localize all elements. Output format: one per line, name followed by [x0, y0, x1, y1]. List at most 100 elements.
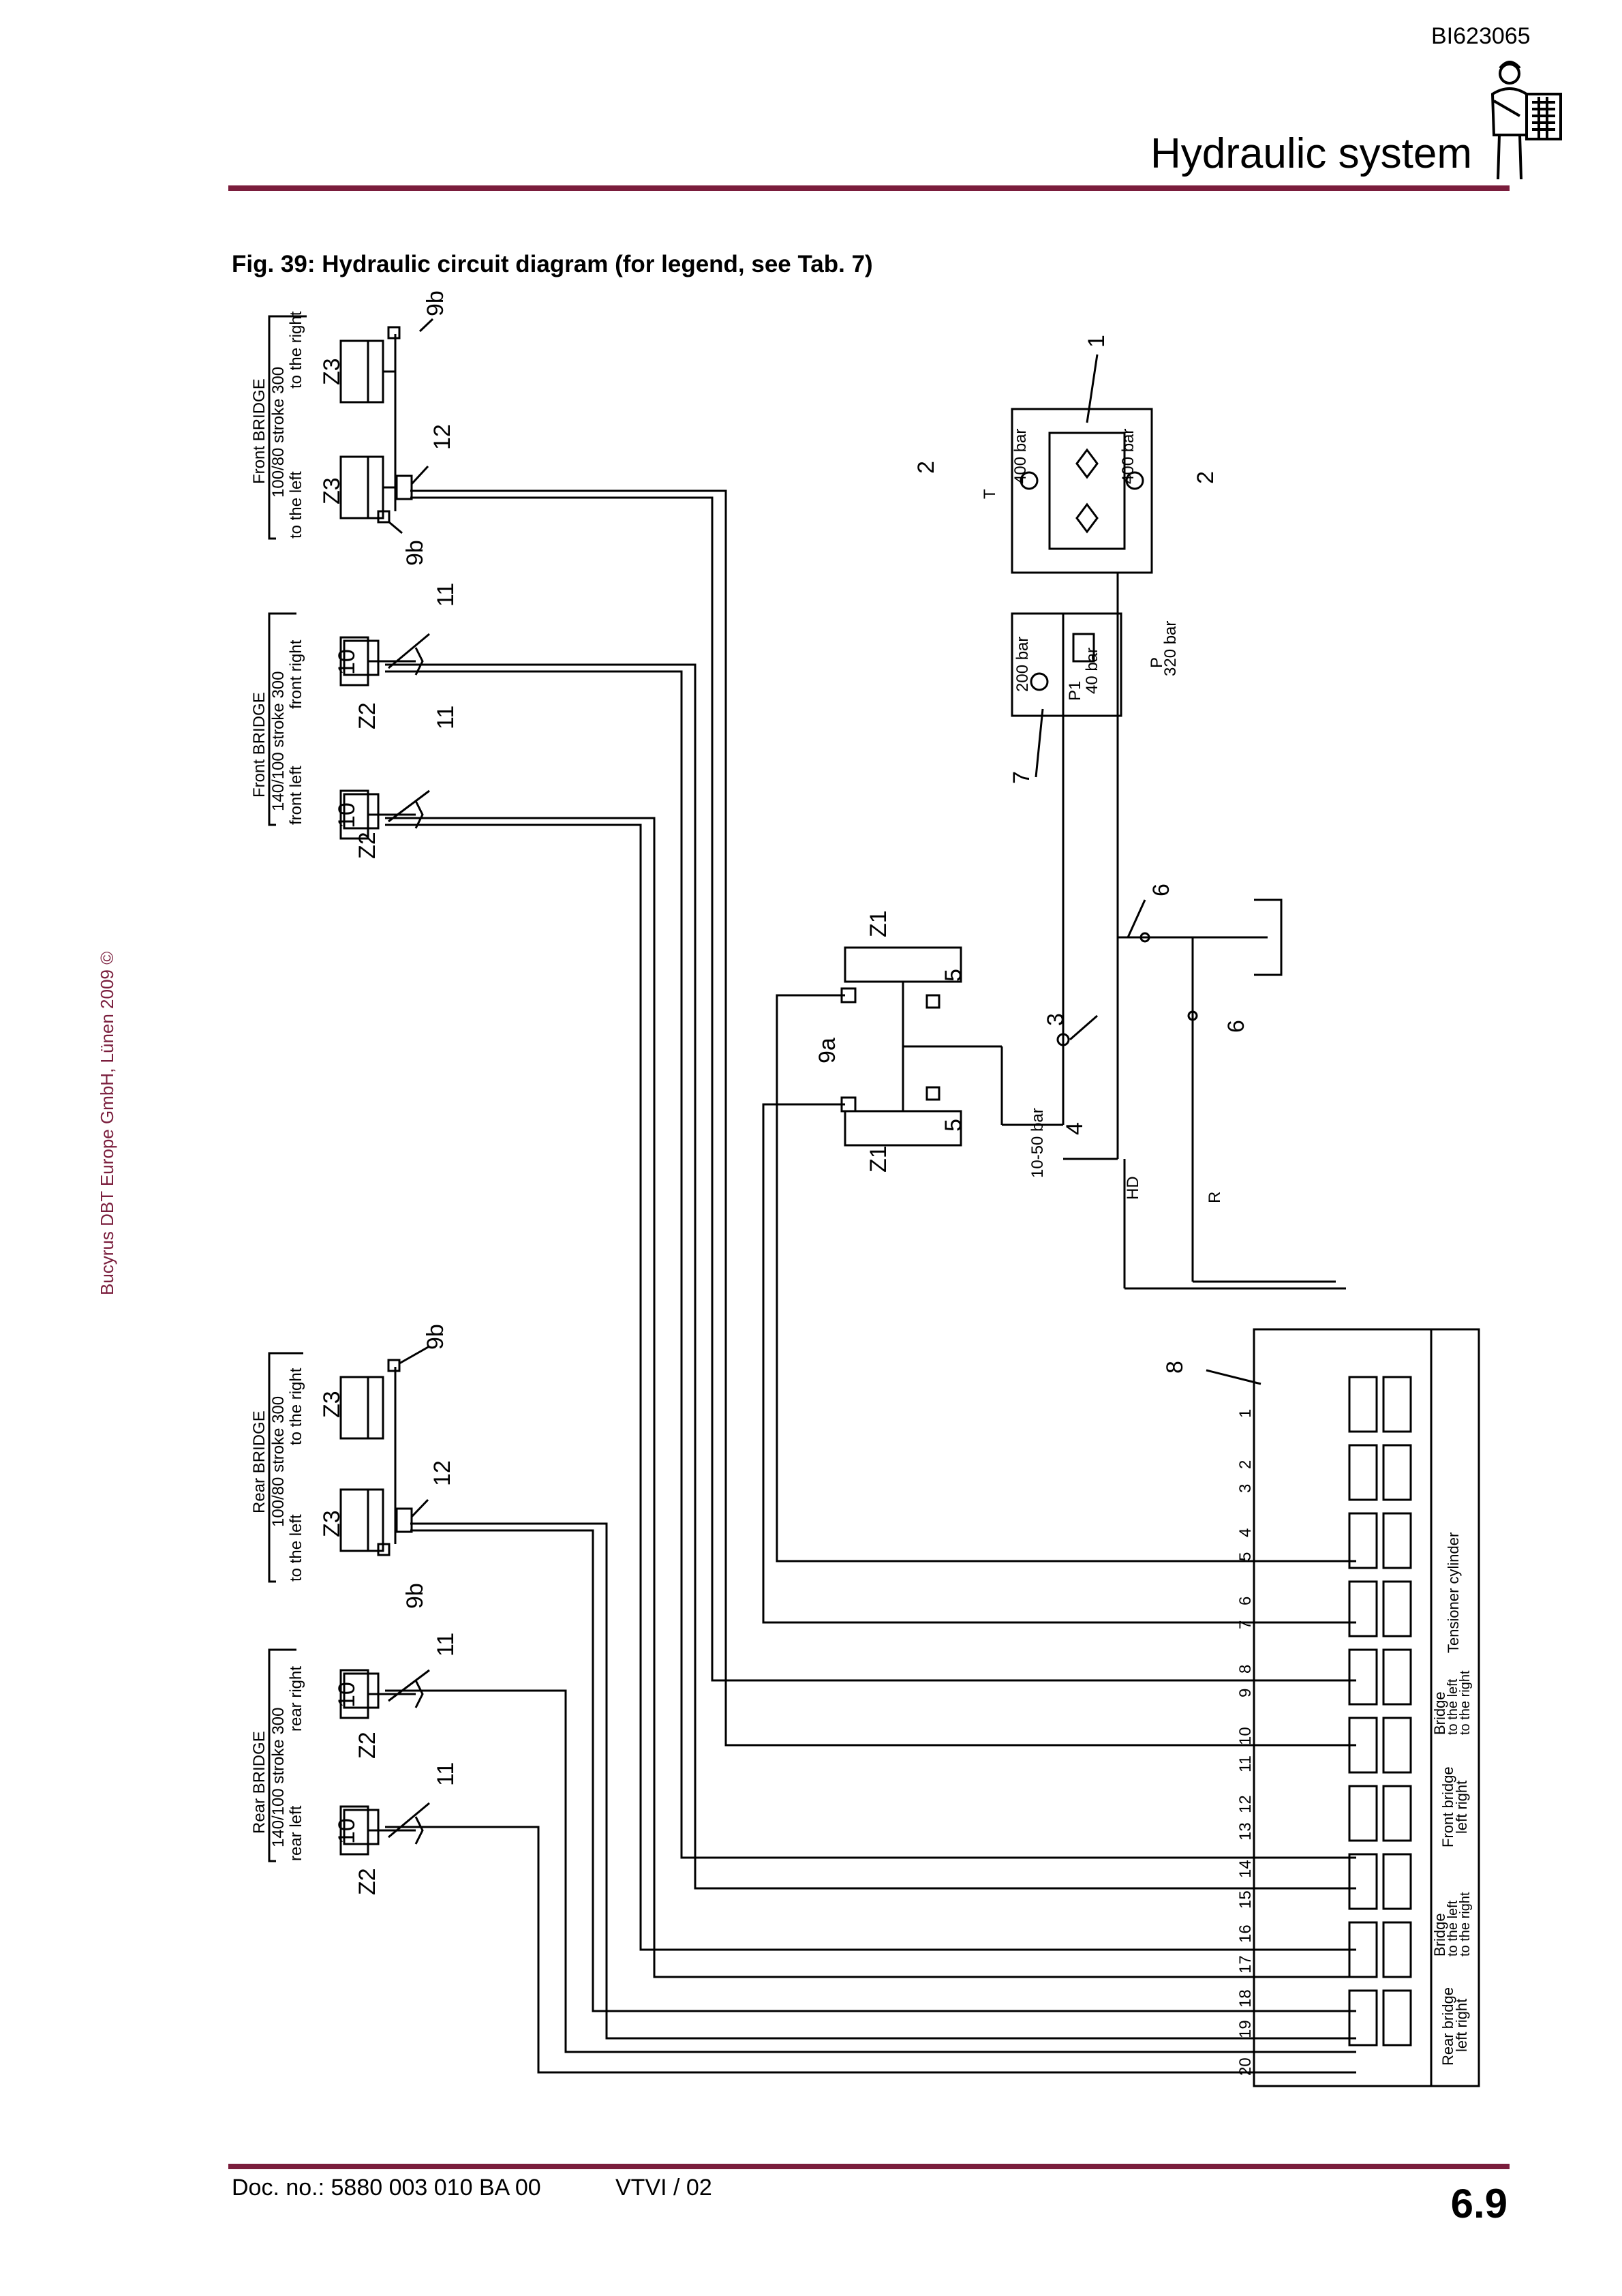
callout-7: 7: [1009, 771, 1035, 784]
callout-11-rear-right: 11: [433, 1633, 459, 1657]
valve-port-15: 15: [1236, 1890, 1255, 1909]
valve-port-6: 6: [1236, 1597, 1255, 1605]
front-bridge-z2-cylinders: [339, 633, 430, 840]
rear-bridge-z3-cylinders: [339, 1345, 430, 1556]
function-bridge-2-left: to the left: [1445, 1900, 1460, 1957]
line-hd: HD: [1124, 1176, 1142, 1200]
rear-bridge-z3-left: to the left: [287, 1514, 305, 1582]
page-number: 6.9: [1450, 2181, 1508, 2226]
callout-8: 8: [1162, 1361, 1188, 1374]
worker-with-clipboard-icon: [1490, 61, 1562, 180]
callout-10-front-left: 10: [334, 802, 360, 828]
callout-1: 1: [1084, 335, 1110, 348]
callout-12-front: 12: [429, 424, 455, 450]
rear-bridge-z3-right: to the right: [287, 1368, 305, 1445]
pump-unit: [1011, 408, 1153, 574]
label-z3-rear-right: Z3: [319, 1391, 345, 1418]
front-bridge-z3-left: to the left: [287, 471, 305, 539]
rear-bridge-z2-right: rear right: [287, 1666, 305, 1732]
callout-5-top: 5: [940, 969, 966, 982]
callout-2-right: 2: [1193, 471, 1219, 484]
function-front-bridge-lr: left right: [1453, 1781, 1470, 1834]
copyright-notice: Bucyrus DBT Europe GmbH, Lünen 2009 ©: [97, 951, 117, 1295]
document-id: BI623065: [1431, 23, 1531, 49]
valve-port-16: 16: [1236, 1924, 1255, 1943]
callout-6-top: 6: [1148, 883, 1174, 896]
callout-9b-front-right: 9b: [423, 290, 448, 316]
front-bridge-z3-right: to the right: [287, 311, 305, 389]
rear-bridge-z2-left: rear left: [287, 1805, 305, 1861]
pressure-400-right: 400 bar: [1119, 429, 1137, 484]
callout-9b-rear-right: 9b: [423, 1324, 448, 1350]
port-p: P: [1148, 657, 1166, 668]
function-bridge-2-right: to the right: [1458, 1892, 1473, 1957]
tensioner-cylinders-z1: [840, 946, 1002, 1147]
function-bridge-2: Bridge: [1431, 1913, 1448, 1957]
valve-port-8: 8: [1236, 1665, 1255, 1674]
pressure-40: 40 bar: [1083, 648, 1101, 694]
document-version: VTVI / 02: [615, 2175, 712, 2201]
valve-port-5: 5: [1236, 1552, 1255, 1561]
valve-port-9: 9: [1236, 1689, 1255, 1697]
function-rear-bridge: Rear bridge: [1439, 1987, 1456, 2066]
front-bridge-z3-spec: 100/80 stroke 300: [269, 367, 288, 498]
front-bridge-z3-cylinders: [339, 318, 434, 534]
label-z2-rear-left: Z2: [354, 1868, 380, 1895]
valve-port-17: 17: [1236, 1955, 1255, 1974]
function-bridge-1-right: to the right: [1458, 1670, 1473, 1735]
callout-11-front-left: 11: [433, 706, 459, 729]
label-z3-rear-left: Z3: [319, 1510, 345, 1537]
rear-bridge-z3-spec: 100/80 stroke 300: [269, 1396, 288, 1527]
valve-port-7: 7: [1236, 1620, 1255, 1629]
callout-6-bottom: 6: [1223, 1020, 1249, 1033]
callout-9b-front-left: 9b: [402, 540, 428, 566]
hose-routing: [385, 489, 1356, 2074]
function-rear-bridge-lr: left right: [1453, 1999, 1470, 2052]
pressure-p1: P1: [1066, 681, 1084, 701]
rear-bridge-z3-title: Rear BRIDGE: [250, 1410, 269, 1513]
function-tensioner: Tensioner cylinder: [1445, 1532, 1462, 1653]
valve-port-12: 12: [1236, 1795, 1255, 1813]
valve-port-1: 1: [1236, 1409, 1255, 1418]
valve-port-3: 3: [1236, 1484, 1255, 1493]
front-bridge-z2-title: Front BRIDGE: [250, 692, 269, 798]
pressure-reducing-block: [1011, 612, 1122, 717]
label-z1-top: Z1: [866, 910, 891, 937]
callout-9a: 9a: [814, 1038, 840, 1063]
function-front-bridge: Front bridge: [1439, 1766, 1456, 1847]
hydraulic-circuit-diagram: Front BRIDGE 100/80 stroke 300 to the le…: [250, 290, 1480, 2087]
pressure-lines: [1000, 573, 1346, 1290]
pressure-400-left: 400 bar: [1011, 429, 1030, 484]
valve-port-11: 11: [1236, 1755, 1255, 1772]
port-t: T: [981, 489, 999, 499]
label-z2-front-right: Z2: [354, 702, 380, 729]
pressure-320: 320 bar: [1161, 621, 1180, 676]
callout-3: 3: [1043, 1013, 1069, 1026]
valve-block: [1253, 1328, 1480, 2087]
callout-10-rear-left: 10: [334, 1818, 360, 1844]
line-r: R: [1206, 1192, 1224, 1203]
valve-port-14: 14: [1236, 1860, 1255, 1878]
document-number: Doc. no.: 5880 003 010 BA 00: [232, 2175, 541, 2201]
label-z3-front-right: Z3: [319, 358, 345, 385]
label-z1-bottom: Z1: [866, 1145, 891, 1173]
label-z3-front-left: Z3: [319, 477, 345, 504]
valve-port-20: 20: [1236, 2057, 1255, 2076]
valve-port-10: 10: [1236, 1727, 1255, 1745]
pressure-10-50: 10-50 bar: [1028, 1108, 1047, 1178]
callout-11-front-right: 11: [433, 583, 459, 607]
label-z2-rear-right: Z2: [354, 1732, 380, 1759]
function-bridge-1-left: to the left: [1445, 1678, 1460, 1735]
rear-bridge-z2-spec: 140/100 stroke 300: [269, 1708, 288, 1848]
pressure-200: 200 bar: [1013, 637, 1032, 692]
figure-caption: Fig. 39: Hydraulic circuit diagram (for …: [232, 251, 873, 277]
valve-port-4: 4: [1236, 1528, 1255, 1537]
callout-10-front-right: 10: [334, 649, 360, 675]
header-rule: [228, 185, 1510, 191]
valve-port-13: 13: [1236, 1822, 1255, 1841]
callout-11-rear-left: 11: [433, 1762, 459, 1786]
rear-bridge-z2-title: Rear BRIDGE: [250, 1731, 269, 1834]
footer-rule: [228, 2164, 1510, 2169]
front-bridge-z2-spec: 140/100 stroke 300: [269, 671, 288, 812]
valve-port-19: 19: [1236, 2020, 1255, 2038]
